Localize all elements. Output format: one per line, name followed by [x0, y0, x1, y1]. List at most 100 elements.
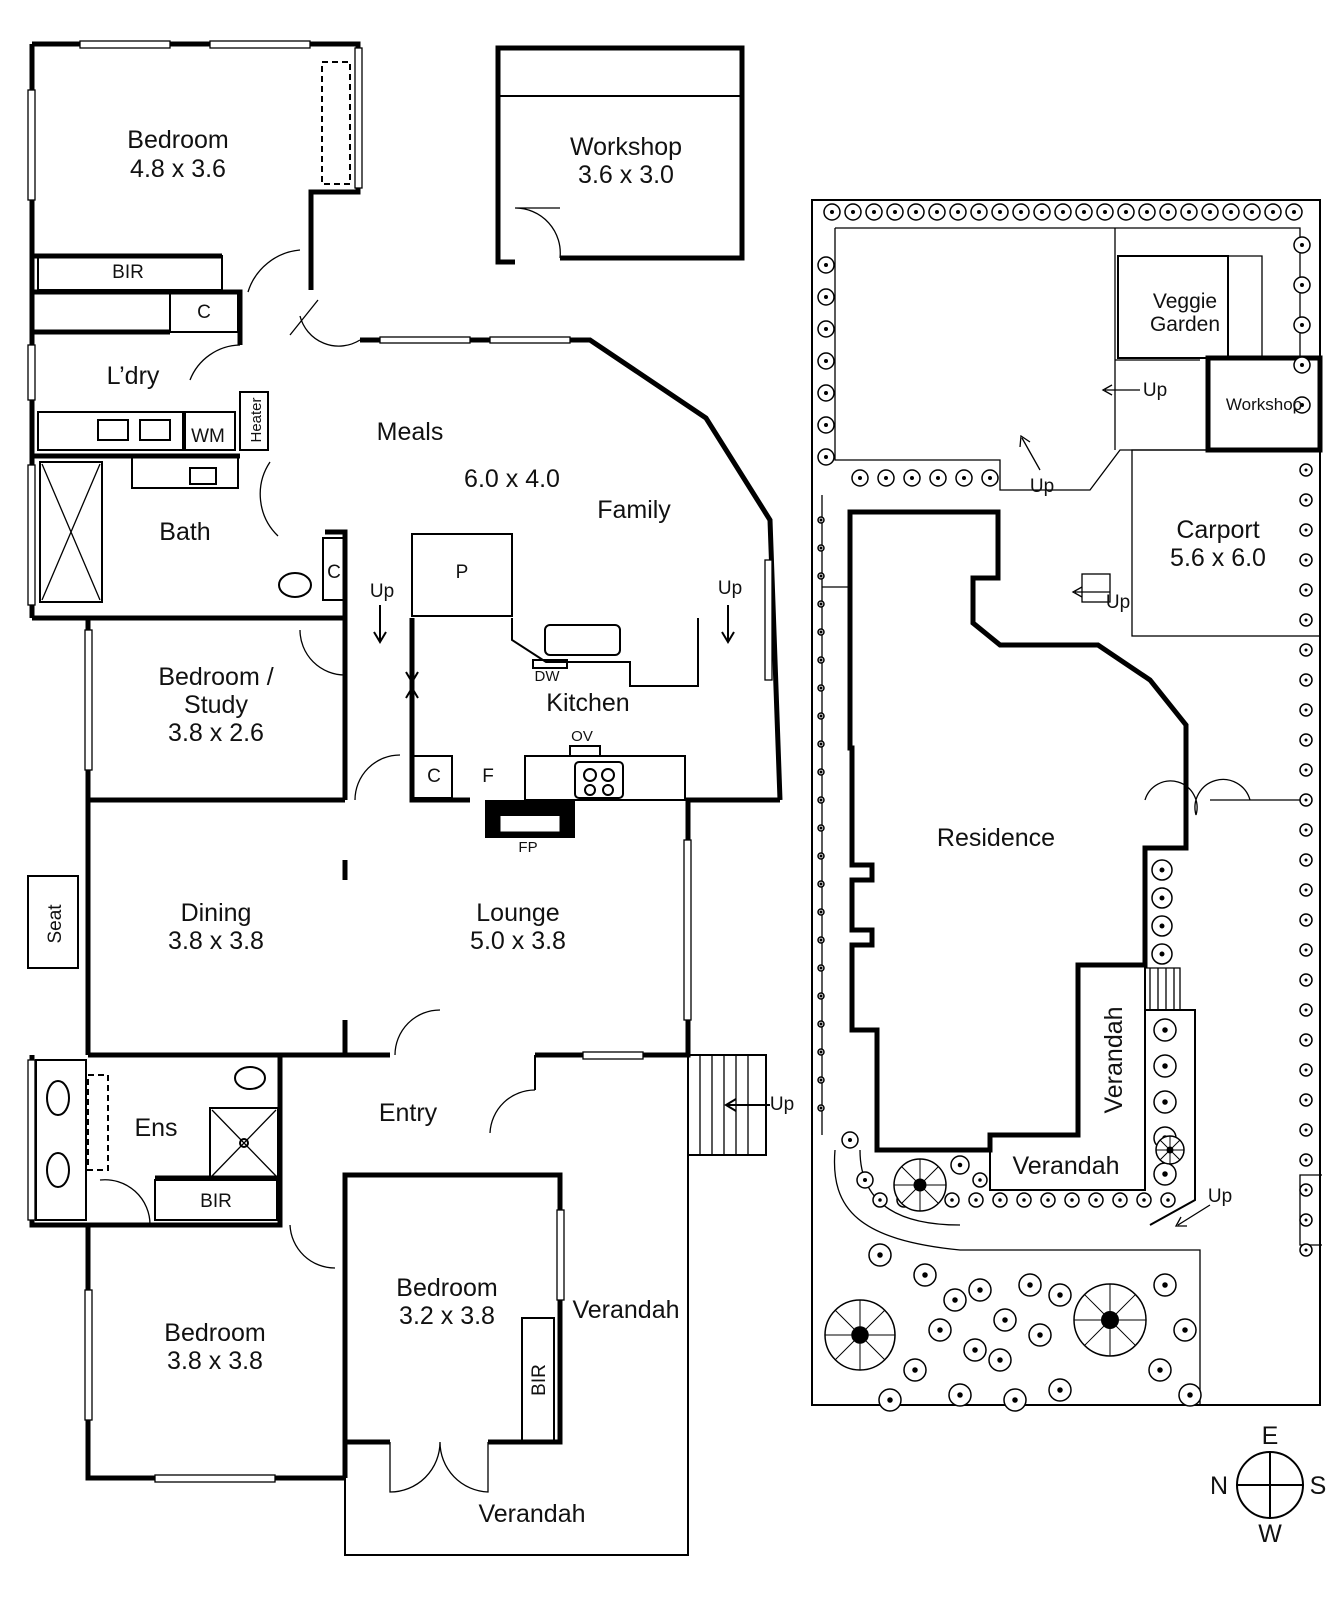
shrub-center: [1187, 1392, 1193, 1398]
shrub-center: [1162, 1063, 1168, 1069]
fp-label: FP: [518, 839, 537, 856]
shrub-center: [1304, 858, 1308, 862]
shrub-center: [1304, 948, 1308, 952]
shrub-center: [1300, 243, 1304, 247]
residence-label: Residence: [937, 824, 1055, 852]
tree-branch: [1084, 1294, 1111, 1321]
shrub-center: [977, 210, 981, 214]
shrub-center: [851, 210, 855, 214]
shrub-center: [819, 938, 823, 942]
shrub-center: [819, 686, 823, 690]
shrub-center: [1166, 1198, 1170, 1202]
shrub-center: [1208, 210, 1212, 214]
shrub-center: [1300, 403, 1304, 407]
bedroom1-name: Bedroom: [127, 126, 228, 154]
compass-east: E: [1262, 1422, 1279, 1450]
meals-label: Meals: [377, 418, 444, 446]
shrub-center: [819, 854, 823, 858]
shrub-center: [819, 742, 823, 746]
carport-name: Carport: [1176, 516, 1259, 544]
site-verandah-vertical: Verandah: [1100, 1006, 1128, 1113]
shrub-center: [1304, 648, 1308, 652]
windows: [27, 40, 773, 1483]
shrub-center: [998, 1198, 1002, 1202]
shrub-center: [1304, 828, 1308, 832]
tree-branch: [1109, 1294, 1136, 1321]
shrub-center: [1082, 210, 1086, 214]
veggie-garden-bed: [1117, 255, 1229, 359]
tree-branch: [834, 1334, 861, 1361]
shrub-center: [1292, 210, 1296, 214]
site-up-1: Up: [1143, 380, 1167, 401]
verandah-side-label: Verandah: [572, 1296, 679, 1324]
up-label-meals: Up: [370, 581, 394, 602]
pantry-label: P: [456, 562, 469, 583]
bir-ens-label: BIR: [200, 1191, 232, 1212]
shrub-center: [952, 1297, 958, 1303]
site-up-2: Up: [1030, 476, 1054, 497]
tree-branch: [901, 1184, 921, 1204]
shrub-center: [922, 1272, 928, 1278]
shrub-center: [936, 476, 940, 480]
shrub-center: [819, 966, 823, 970]
dining-dims: 3.8 x 3.8: [168, 927, 264, 955]
shrub-center: [1304, 798, 1308, 802]
tree-branch: [1169, 1149, 1181, 1161]
shrub-center: [1304, 1068, 1308, 1072]
tree-branch: [1084, 1319, 1111, 1346]
bedroom1-dims: 4.8 x 3.6: [130, 155, 226, 183]
wm-label: WM: [191, 426, 225, 447]
shrub-center: [877, 1252, 883, 1258]
shrub-center: [914, 210, 918, 214]
shrub-center: [819, 1106, 823, 1110]
ens-label: Ens: [134, 1114, 177, 1142]
bedroom3-name: Bedroom: [164, 1319, 265, 1347]
shrub-center: [1040, 210, 1044, 214]
shrub-center: [819, 546, 823, 550]
shrub-center: [819, 1050, 823, 1054]
workshop-name: Workshop: [570, 133, 682, 161]
shrub-center: [998, 210, 1002, 214]
shrub-center: [1159, 951, 1165, 957]
shrub-center: [1304, 1098, 1308, 1102]
seat-label: Seat: [45, 904, 66, 944]
shrub-center: [957, 1392, 963, 1398]
shrub-center: [1094, 1198, 1098, 1202]
shrub-center: [824, 455, 828, 459]
shrub-center: [824, 391, 828, 395]
shrub-center: [1162, 1282, 1168, 1288]
shrub-center: [910, 476, 914, 480]
compass-south: S: [1310, 1472, 1327, 1500]
shrub-center: [997, 1357, 1003, 1363]
bedroom2-name: Bedroom: [396, 1274, 497, 1302]
shrub-center: [1300, 363, 1304, 367]
shrub-center: [884, 476, 888, 480]
shrub-center: [1057, 1292, 1063, 1298]
shrub-center: [819, 1078, 823, 1082]
veggie-label: Veggie: [1153, 290, 1217, 313]
shrub-center: [977, 1287, 983, 1293]
shrub-center: [863, 1178, 867, 1182]
shrub-center: [824, 263, 828, 267]
shrub-center: [819, 714, 823, 718]
tree-branch: [919, 1184, 939, 1204]
fridge-label: F: [482, 766, 494, 787]
shrub-center: [1304, 618, 1308, 622]
shrub-center: [1027, 1282, 1033, 1288]
study-name2: Study: [184, 691, 248, 719]
shrub-center: [819, 826, 823, 830]
kitchen-cupboard-label: C: [427, 766, 441, 787]
door-swings: [99, 249, 536, 1493]
compass: N E S W: [1210, 1422, 1326, 1548]
shrub-center: [1022, 1198, 1026, 1202]
shrub-center: [1012, 1397, 1018, 1403]
shrub-center: [1250, 210, 1254, 214]
shrub-center: [1103, 210, 1107, 214]
shrub-center: [1304, 678, 1308, 682]
fixtures: [27, 61, 767, 1556]
up-label-family: Up: [718, 578, 742, 599]
shrub-center: [1304, 1128, 1308, 1132]
shrub-center: [1166, 210, 1170, 214]
shrub-center: [1162, 1027, 1168, 1033]
tree-branch: [901, 1166, 921, 1186]
